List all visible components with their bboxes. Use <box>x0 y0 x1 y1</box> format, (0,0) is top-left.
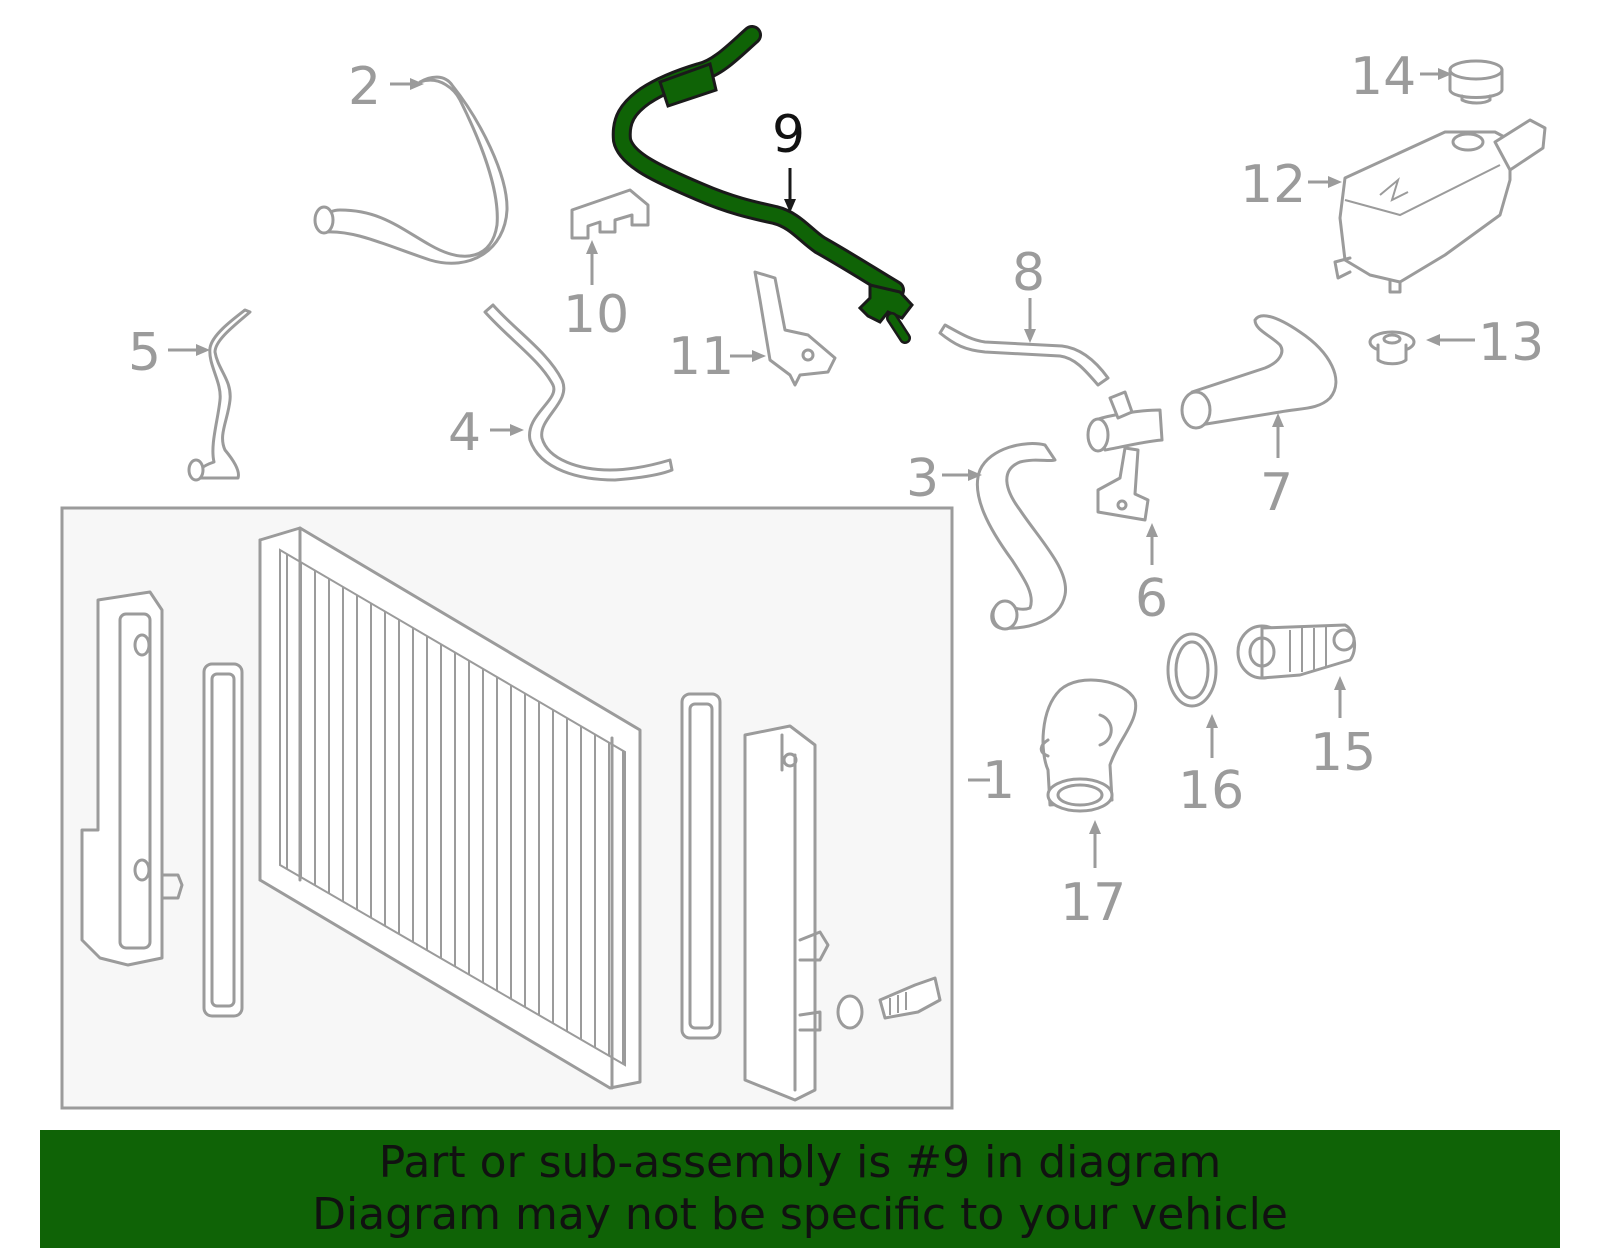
callout-14: 14 <box>1350 47 1416 107</box>
reservoir-part-12[interactable] <box>1333 118 1547 294</box>
hose-part-4[interactable] <box>483 303 674 482</box>
hose-part-7[interactable] <box>1180 314 1338 430</box>
callout-5: 5 <box>128 323 161 383</box>
callout-17: 17 <box>1060 873 1126 933</box>
callout-16: 16 <box>1178 761 1244 821</box>
callout-15: 15 <box>1310 723 1376 783</box>
grommet-part-13[interactable] <box>1368 330 1416 366</box>
callout-11: 11 <box>668 327 734 387</box>
hose-part-3[interactable] <box>975 442 1068 630</box>
leader-lines <box>168 68 1475 868</box>
callout-12: 12 <box>1240 155 1306 215</box>
callout-3: 3 <box>906 449 939 509</box>
callout-1: 1 <box>982 751 1015 811</box>
fitting-part-6[interactable] <box>1086 390 1164 522</box>
callout-10: 10 <box>563 285 629 345</box>
cap-part-14[interactable] <box>1448 59 1504 105</box>
clip-part-10[interactable] <box>570 188 650 240</box>
gasket-part-16[interactable] <box>1166 632 1218 708</box>
water-outlet-part-17[interactable] <box>1039 678 1138 813</box>
info-banner: Part or sub-assembly is #9 in diagram Di… <box>40 1130 1560 1248</box>
callout-13: 13 <box>1478 313 1544 373</box>
pipe-part-8[interactable] <box>938 323 1110 387</box>
callout-6: 6 <box>1135 569 1168 629</box>
bracket-part-11[interactable] <box>753 270 837 387</box>
callout-9-highlighted: 9 <box>772 105 805 165</box>
callout-4: 4 <box>448 403 481 463</box>
water-hose-part-9-highlighted[interactable] <box>611 25 914 344</box>
callout-8: 8 <box>1012 243 1045 303</box>
banner-line-disclaimer: Diagram may not be specific to your vehi… <box>312 1189 1288 1240</box>
callout-7: 7 <box>1260 463 1293 523</box>
banner-line-part-number: Part or sub-assembly is #9 in diagram <box>378 1137 1222 1188</box>
hose-part-5[interactable] <box>194 308 252 480</box>
radiator-assembly[interactable] <box>60 506 954 1110</box>
callout-2: 2 <box>348 57 381 117</box>
thermostat-part-15[interactable] <box>1236 623 1357 680</box>
